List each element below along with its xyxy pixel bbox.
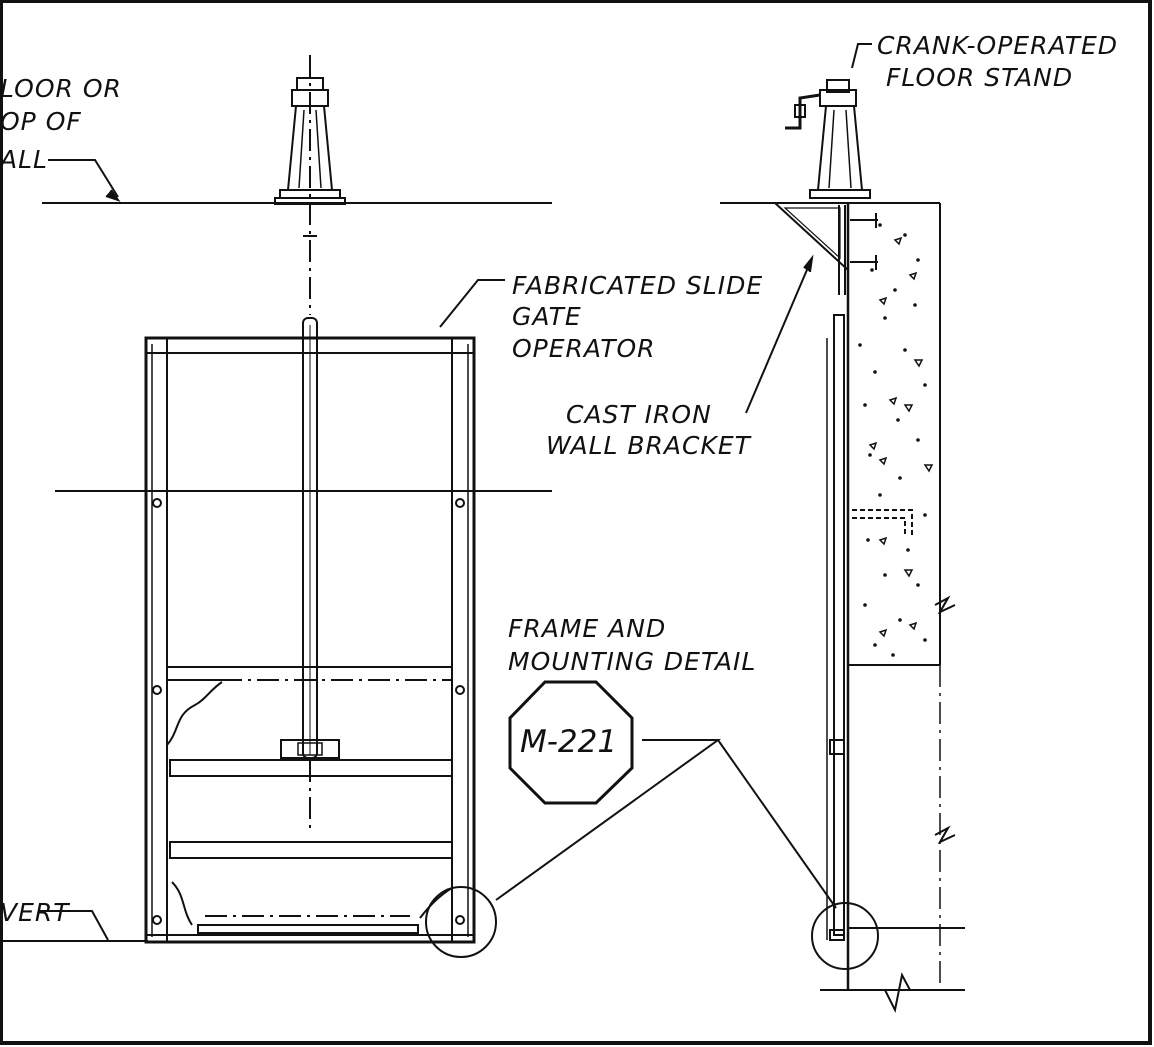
front-elevation xyxy=(0,55,552,958)
wall-break xyxy=(934,825,956,845)
svg-text:OPERATOR: OPERATOR xyxy=(512,334,656,363)
svg-text:OP OF: OP OF xyxy=(0,107,82,136)
stiffener-rib xyxy=(169,841,453,859)
svg-text:FABRICATED SLIDE: FABRICATED SLIDE xyxy=(512,271,763,300)
label-crank-operated-floor-stand: CRANK-OPERATED FLOOR STAND xyxy=(877,31,1118,92)
detail-circle-right xyxy=(811,902,879,970)
svg-text:WALL BRACKET: WALL BRACKET xyxy=(546,431,752,460)
wall-break xyxy=(934,595,956,615)
svg-text:CAST IRON: CAST IRON xyxy=(566,400,712,429)
svg-text:CRANK-OPERATED: CRANK-OPERATED xyxy=(877,31,1118,60)
svg-text:LOOR OR: LOOR OR xyxy=(0,74,122,103)
side-section xyxy=(720,79,965,1014)
floor-stand-side xyxy=(785,79,871,199)
anchor-bolt xyxy=(852,509,913,535)
label-frame-and-mounting-detail: FRAME AND MOUNTING DETAIL xyxy=(508,614,756,676)
detail-tag-text: M-221 xyxy=(520,724,617,760)
side-stem xyxy=(833,314,845,936)
detail-circle-left xyxy=(425,886,497,958)
label-cast-iron-wall-bracket: CAST IRON WALL BRACKET xyxy=(546,400,752,460)
label-invert: VERT xyxy=(0,898,70,927)
svg-text:ALL: ALL xyxy=(0,145,48,174)
break-line-lower xyxy=(171,881,453,926)
concrete-triangles xyxy=(868,236,934,638)
label-floor-or-top-of-wall: LOOR OR OP OF ALL xyxy=(0,74,122,174)
break-line-upper xyxy=(166,681,223,746)
bottom-seal xyxy=(197,924,419,934)
leaders xyxy=(38,43,872,941)
stem-connector xyxy=(280,739,340,759)
svg-text:GATE: GATE xyxy=(512,302,582,331)
wall-bracket xyxy=(772,202,849,273)
crank-handle xyxy=(785,93,821,130)
label-fabricated-slide-gate-operator: FABRICATED SLIDE GATE OPERATOR xyxy=(512,271,763,363)
detail-tag: M-221 xyxy=(508,680,634,805)
svg-text:FLOOR STAND: FLOOR STAND xyxy=(886,63,1073,92)
concrete-aggregate xyxy=(858,223,927,657)
stem-guide xyxy=(829,739,845,755)
svg-text:FRAME AND: FRAME AND xyxy=(508,614,666,643)
stiffener-rib xyxy=(169,759,453,777)
svg-text:MOUNTING DETAIL: MOUNTING DETAIL xyxy=(508,647,756,676)
floor-stand-front xyxy=(274,77,346,205)
